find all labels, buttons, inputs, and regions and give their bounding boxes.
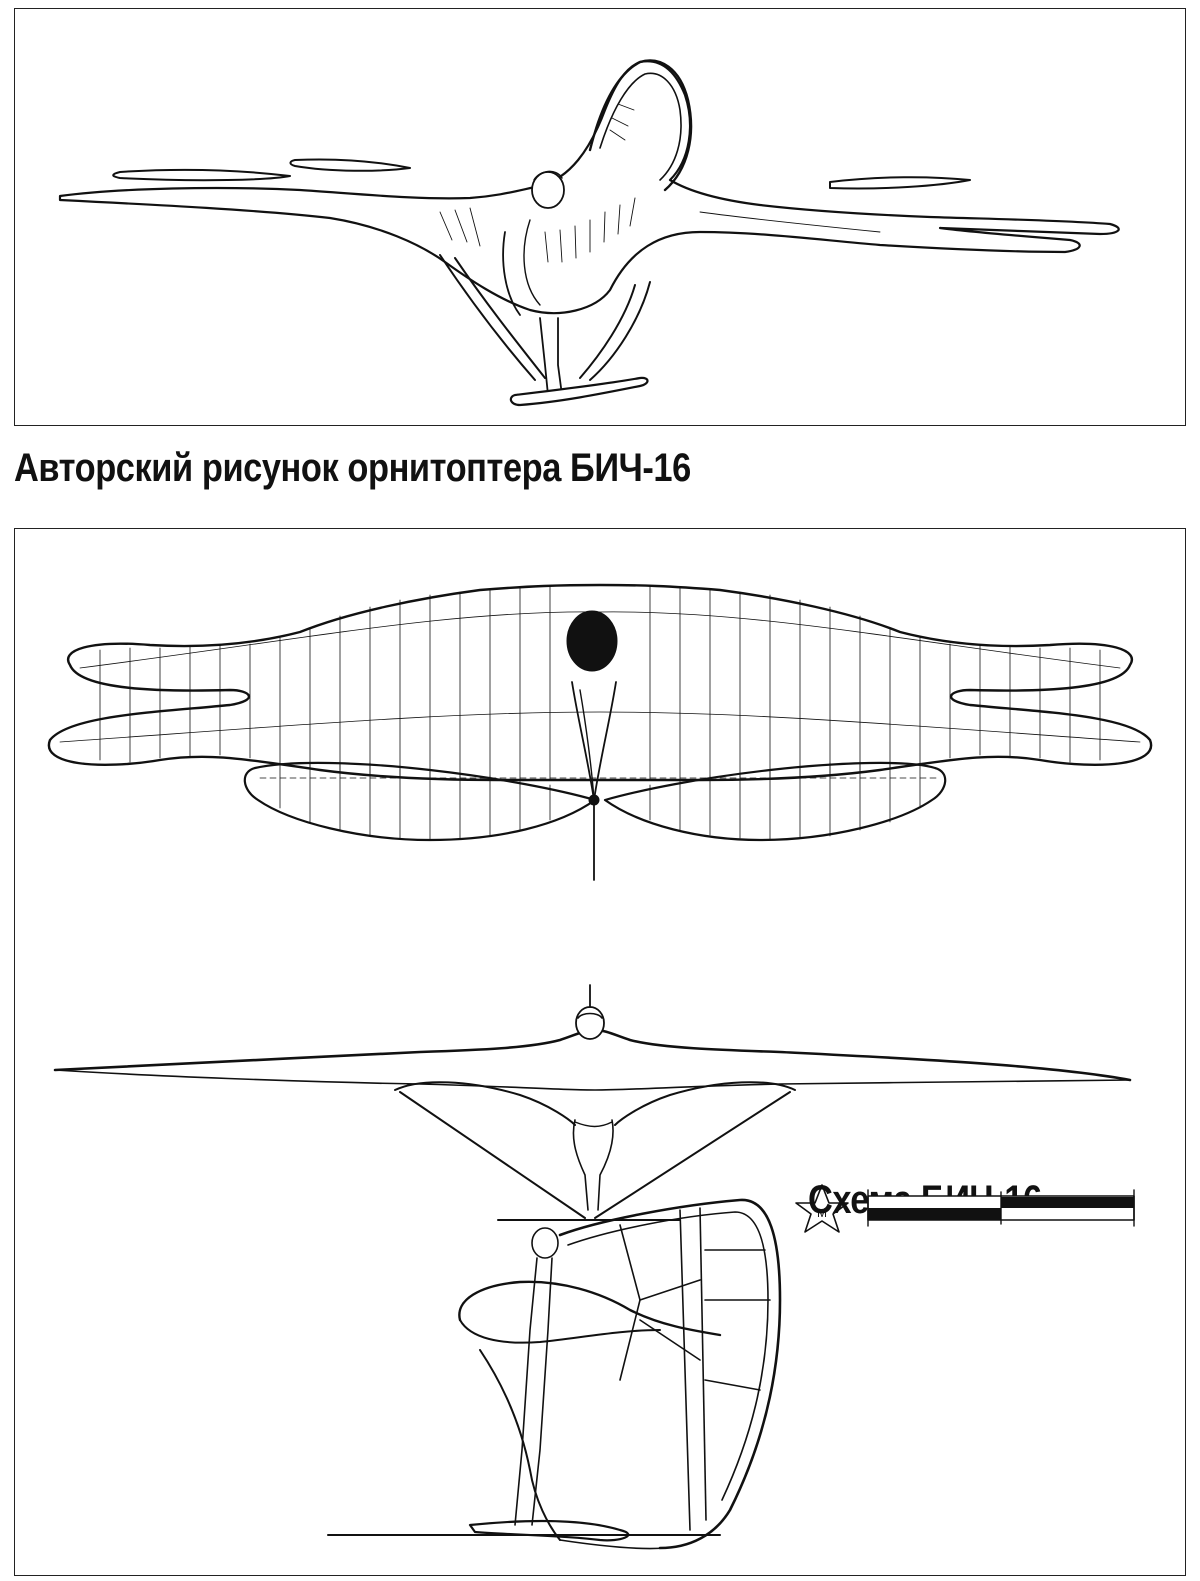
scheme-panel [14,528,1186,1576]
front-view-diagram [53,984,1132,1221]
drawing-caption: Авторский рисунок орнитоптера БИЧ-16 [14,446,691,490]
scale-bar [867,1189,1135,1227]
emblem-star-icon [795,1184,849,1233]
plan-view-diagram [47,583,1153,881]
side-view-diagram [327,1198,782,1550]
artist-ornithopter-drawing [58,59,1120,407]
emblem-letter: M [817,1206,827,1220]
pilot-head-marker [566,610,618,672]
